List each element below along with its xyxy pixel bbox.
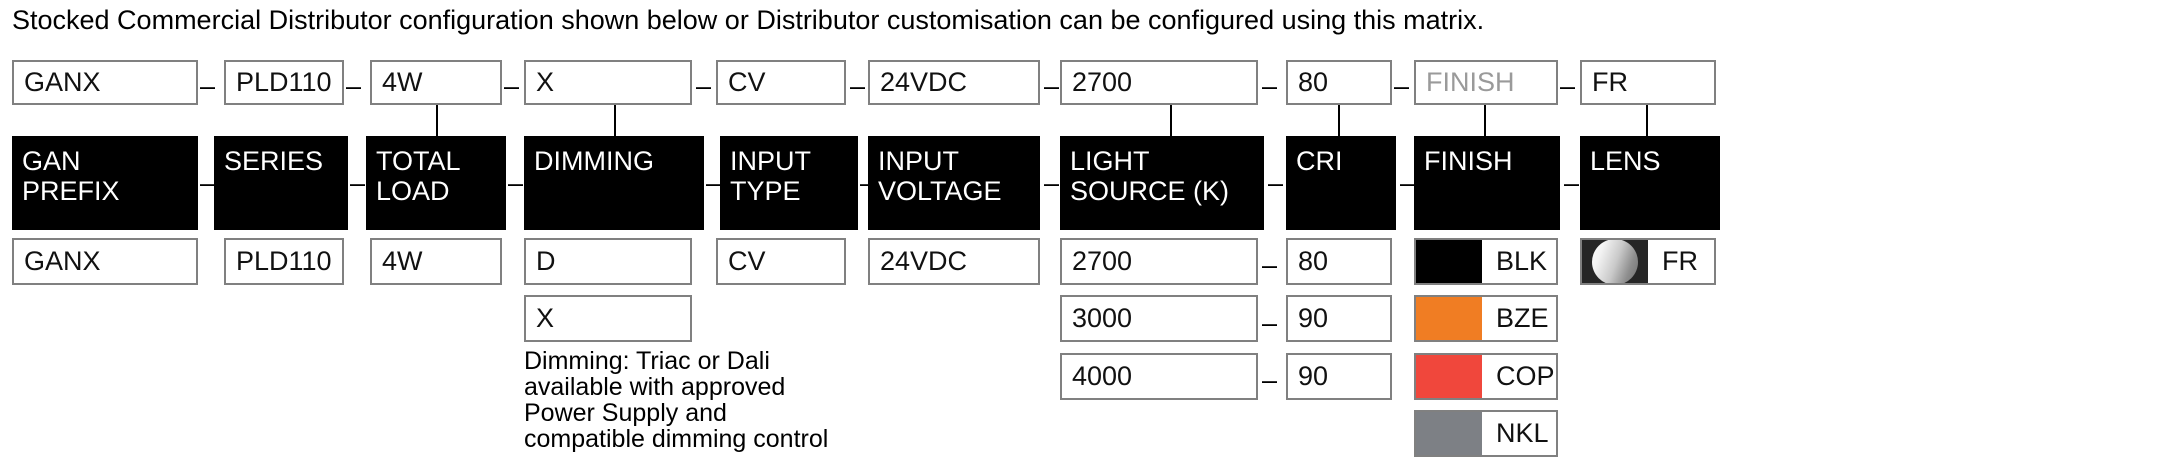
option-label: D (536, 246, 556, 276)
code-box-gan-prefix[interactable]: GANX (12, 60, 198, 105)
header-dimming: DIMMING (524, 136, 704, 230)
option-label: COP (1482, 355, 1556, 398)
option-label: FR (1648, 240, 1714, 283)
option-finish-bze[interactable]: BZE (1414, 295, 1558, 342)
option-label: BLK (1482, 240, 1556, 283)
header-separator-1: – (200, 168, 216, 198)
header-input-voltage: INPUT VOLTAGE (868, 136, 1040, 230)
code-value-gan-prefix: GANX (24, 67, 101, 97)
code-box-input-type[interactable]: CV (716, 60, 846, 105)
header-total-load: TOTAL LOAD (366, 136, 506, 230)
code-separator-4: – (696, 71, 712, 101)
code-value-input-voltage: 24VDC (880, 67, 968, 97)
connector-line-dimming (614, 105, 616, 137)
option-input-type-cv[interactable]: CV (716, 238, 846, 285)
code-box-input-voltage[interactable]: 24VDC (868, 60, 1040, 105)
code-separator-3: – (504, 71, 520, 101)
intro-text: Stocked Commercial Distributor configura… (12, 5, 1485, 35)
header-separator-8: – (1400, 168, 1416, 198)
option-label: 4W (382, 246, 423, 276)
code-separator-7: – (1262, 71, 1278, 101)
code-separator-2: – (346, 71, 362, 101)
option-cri-90-a[interactable]: 90 (1286, 295, 1392, 342)
code-box-lens[interactable]: FR (1580, 60, 1716, 105)
code-box-light-source[interactable]: 2700 (1060, 60, 1258, 105)
header-separator-3: – (508, 168, 524, 198)
dimming-note: Dimming: Triac or Dali available with ap… (524, 347, 829, 453)
header-cri: CRI (1286, 136, 1396, 230)
code-separator-8: – (1394, 71, 1410, 101)
option-series-pld110[interactable]: PLD110 (224, 238, 344, 285)
code-box-cri[interactable]: 80 (1286, 60, 1392, 105)
option-dimming-x[interactable]: X (524, 295, 692, 342)
option-label: 24VDC (880, 246, 968, 276)
option-label: CV (728, 246, 766, 276)
code-separator-9: – (1560, 71, 1576, 101)
option-gan-prefix-ganx[interactable]: GANX (12, 238, 198, 285)
header-lens: LENS (1580, 136, 1720, 230)
connector-line-lens (1646, 105, 1648, 137)
finish-color-chip-nkl (1416, 412, 1482, 455)
header-separator-9: – (1564, 168, 1580, 198)
option-lens-fr[interactable]: FR (1580, 238, 1716, 285)
code-separator-6: – (1044, 71, 1060, 101)
header-separator-4: – (706, 168, 722, 198)
option-separator-cri-1: – (1262, 250, 1278, 280)
option-finish-nkl[interactable]: NKL (1414, 410, 1558, 457)
option-label: X (536, 303, 555, 333)
option-separator-cri-2: – (1262, 308, 1278, 338)
code-value-lens: FR (1592, 67, 1628, 97)
connector-line-light-source (1170, 105, 1172, 137)
option-label: 90 (1298, 303, 1329, 333)
code-separator-1: – (200, 71, 216, 101)
code-value-total-load: 4W (382, 67, 423, 97)
option-cri-90-b[interactable]: 90 (1286, 353, 1392, 400)
option-total-load-4w[interactable]: 4W (370, 238, 502, 285)
option-input-voltage-24vdc[interactable]: 24VDC (868, 238, 1040, 285)
option-light-source-4000[interactable]: 4000 (1060, 353, 1258, 400)
option-label: 4000 (1072, 361, 1133, 391)
code-box-dimming[interactable]: X (524, 60, 692, 105)
option-cri-80[interactable]: 80 (1286, 238, 1392, 285)
option-label: 90 (1298, 361, 1329, 391)
option-label: NKL (1482, 412, 1556, 455)
finish-color-chip-cop (1416, 355, 1482, 398)
header-finish: FINISH (1414, 136, 1560, 230)
connector-line-finish (1484, 105, 1486, 137)
header-input-type: INPUT TYPE (720, 136, 858, 230)
option-separator-cri-3: – (1262, 365, 1278, 395)
header-separator-7: – (1268, 168, 1284, 198)
option-label: 3000 (1072, 303, 1133, 333)
option-light-source-2700[interactable]: 2700 (1060, 238, 1258, 285)
code-value-light-source: 2700 (1072, 67, 1133, 97)
code-box-total-load[interactable]: 4W (370, 60, 502, 105)
code-value-finish: FINISH (1426, 67, 1515, 97)
option-label: 80 (1298, 246, 1329, 276)
header-separator-2: – (350, 168, 366, 198)
header-gan-prefix: GAN PREFIX (12, 136, 198, 230)
code-separator-5: – (850, 71, 866, 101)
header-series: SERIES (214, 136, 348, 230)
code-value-cri: 80 (1298, 67, 1329, 97)
finish-color-chip-blk (1416, 240, 1482, 283)
header-light-source: LIGHT SOURCE (K) (1060, 136, 1264, 230)
option-light-source-3000[interactable]: 3000 (1060, 295, 1258, 342)
code-box-series[interactable]: PLD110 (224, 60, 344, 105)
code-box-finish[interactable]: FINISH (1414, 60, 1558, 105)
option-label: BZE (1482, 297, 1556, 340)
frosted-lens-icon (1582, 240, 1648, 283)
option-label: PLD110 (236, 246, 332, 276)
header-separator-6: – (1044, 168, 1060, 198)
code-value-series: PLD110 (236, 67, 332, 97)
option-finish-blk[interactable]: BLK (1414, 238, 1558, 285)
option-label: 2700 (1072, 246, 1133, 276)
option-label: GANX (24, 246, 101, 276)
connector-line-cri (1338, 105, 1340, 137)
code-value-dimming: X (536, 67, 555, 97)
option-finish-cop[interactable]: COP (1414, 353, 1558, 400)
option-dimming-d[interactable]: D (524, 238, 692, 285)
finish-color-chip-bze (1416, 297, 1482, 340)
code-value-input-type: CV (728, 67, 766, 97)
connector-line-total-load (436, 105, 438, 137)
